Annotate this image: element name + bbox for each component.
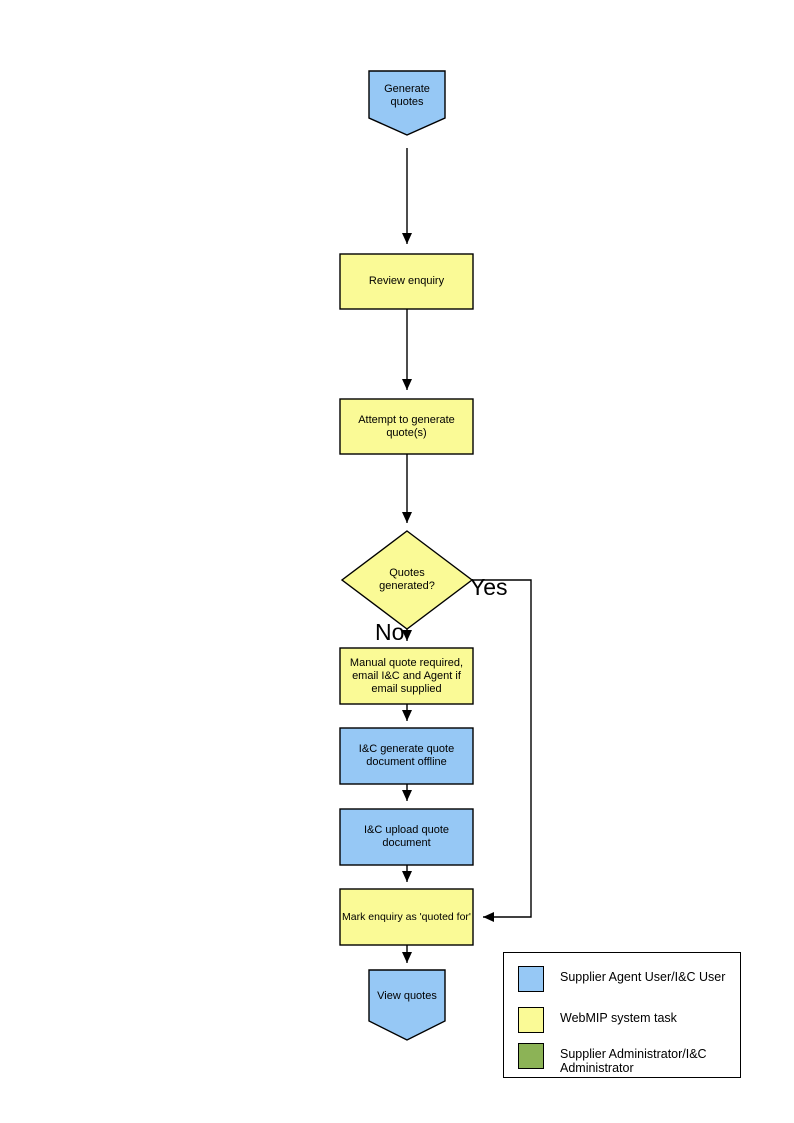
legend-item-supplier-agent: Supplier Agent User/I&C User [518, 966, 725, 992]
legend-item-supplier-administrator: Supplier Administrator/I&C Administrator [518, 1043, 707, 1075]
node-generate-quotes[interactable] [368, 70, 446, 136]
node-view-quotes[interactable] [368, 969, 446, 1041]
legend-panel: Supplier Agent User/I&C User WebMIP syst… [503, 952, 741, 1078]
node-attempt-generate-quotes[interactable] [339, 398, 474, 455]
node-quotes-generated-decision[interactable] [340, 530, 474, 630]
branch-label-yes: Yes [470, 574, 508, 600]
connector-decision-yes-to-mark [472, 579, 532, 922]
legend-swatch-yellow [518, 1007, 544, 1033]
node-mark-enquiry-quoted-for[interactable] [339, 888, 474, 946]
legend-label-supplier-administrator: Supplier Administrator/I&C Administrator [560, 1047, 707, 1075]
legend-swatch-blue [518, 966, 544, 992]
branch-label-no: No [375, 619, 405, 645]
legend-label-webmip-system-task: WebMIP system task [560, 1011, 677, 1025]
legend-item-webmip-system-task: WebMIP system task [518, 1007, 677, 1033]
node-review-enquiry[interactable] [339, 253, 474, 310]
node-ic-generate-quote-document[interactable] [339, 727, 474, 785]
legend-label-supplier-agent: Supplier Agent User/I&C User [560, 970, 726, 984]
node-manual-quote-required[interactable] [339, 647, 474, 705]
node-ic-upload-quote-document[interactable] [339, 808, 474, 866]
legend-swatch-green [518, 1043, 544, 1069]
